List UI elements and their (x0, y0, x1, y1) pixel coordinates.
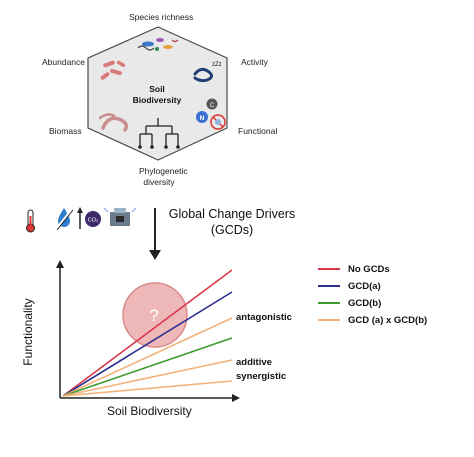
functional-label: Functional (238, 126, 278, 136)
sleeping-worm-icon (193, 67, 214, 83)
phylogenetic-tree-icon (139, 118, 179, 146)
carbon-letter: C (210, 103, 215, 109)
legend-swatch-gcd-b (318, 302, 340, 304)
legend-swatch-gcd-a (318, 285, 340, 287)
antagonistic-label: antagonistic (236, 312, 292, 323)
down-arrow (149, 208, 161, 260)
hexagon-outline (87, 26, 228, 161)
tree-leaf-dots (138, 145, 180, 149)
legend-item-no-gcds: No GCDs (318, 262, 390, 276)
earthworm-icon (98, 113, 129, 132)
line-gcd-a (62, 291, 233, 397)
microbe-cluster-icon (100, 60, 126, 80)
gcd-title-line1: Global Change Drivers (168, 207, 296, 221)
line-gcd-ab-additive (62, 359, 233, 397)
hexagon-title-line1: Soil (149, 84, 165, 94)
biomass-label: Biomass (49, 126, 82, 136)
diversity-label: diversity (143, 177, 175, 187)
question-mark: ? (149, 306, 158, 325)
legend-label-gcd-a: GCD(a) (348, 280, 381, 292)
synergistic-label: synergistic (236, 371, 287, 382)
gcd-title-line2: (GCDs) (210, 223, 254, 237)
x-axis-label: Soil Biodiversity (107, 404, 192, 418)
interaction-question-circle (122, 282, 188, 348)
hexagon-title-line2: Biodiversity (132, 95, 182, 105)
line-gcd-b (62, 337, 233, 397)
sleep-zz-text: zZz (212, 62, 222, 68)
nitrogen-carbon-icons (196, 98, 226, 130)
co2-icon (77, 207, 101, 229)
activity-label: Activity (241, 57, 268, 67)
line-gcd-ab-antagonistic (62, 317, 233, 397)
y-axis-label: Functionality (21, 298, 35, 366)
line-gcd-ab-synergistic (62, 380, 233, 397)
legend-swatch-gcd-ab (318, 319, 340, 321)
legend-item-gcd-ab: GCD (a) x GCD(b) (318, 313, 427, 327)
legend-item-gcd-a: GCD(a) (318, 279, 381, 293)
line-no-gcds (62, 269, 233, 397)
phylogenetic-label: Phylogenetic (139, 166, 188, 176)
graph-axes (56, 260, 240, 402)
legend-item-gcd-b: GCD(b) (318, 296, 381, 310)
co2-label: CO₂ (88, 218, 98, 224)
pollution-icon (103, 207, 137, 226)
legend-swatch-no-gcds (318, 268, 340, 270)
bacteria-icon (137, 38, 179, 51)
species-richness-label: Species richness (129, 12, 194, 22)
legend-label-gcd-b: GCD(b) (348, 297, 382, 309)
abundance-label: Abundance (42, 57, 86, 67)
legend-label-gcd-ab: GCD (a) x GCD(b) (348, 314, 428, 326)
thermometer-icon (26, 209, 35, 233)
additive-label: additive (236, 357, 272, 368)
drought-icon (55, 208, 74, 231)
nitrogen-letter: N (200, 115, 205, 122)
legend-label-no-gcds: No GCDs (348, 263, 390, 275)
